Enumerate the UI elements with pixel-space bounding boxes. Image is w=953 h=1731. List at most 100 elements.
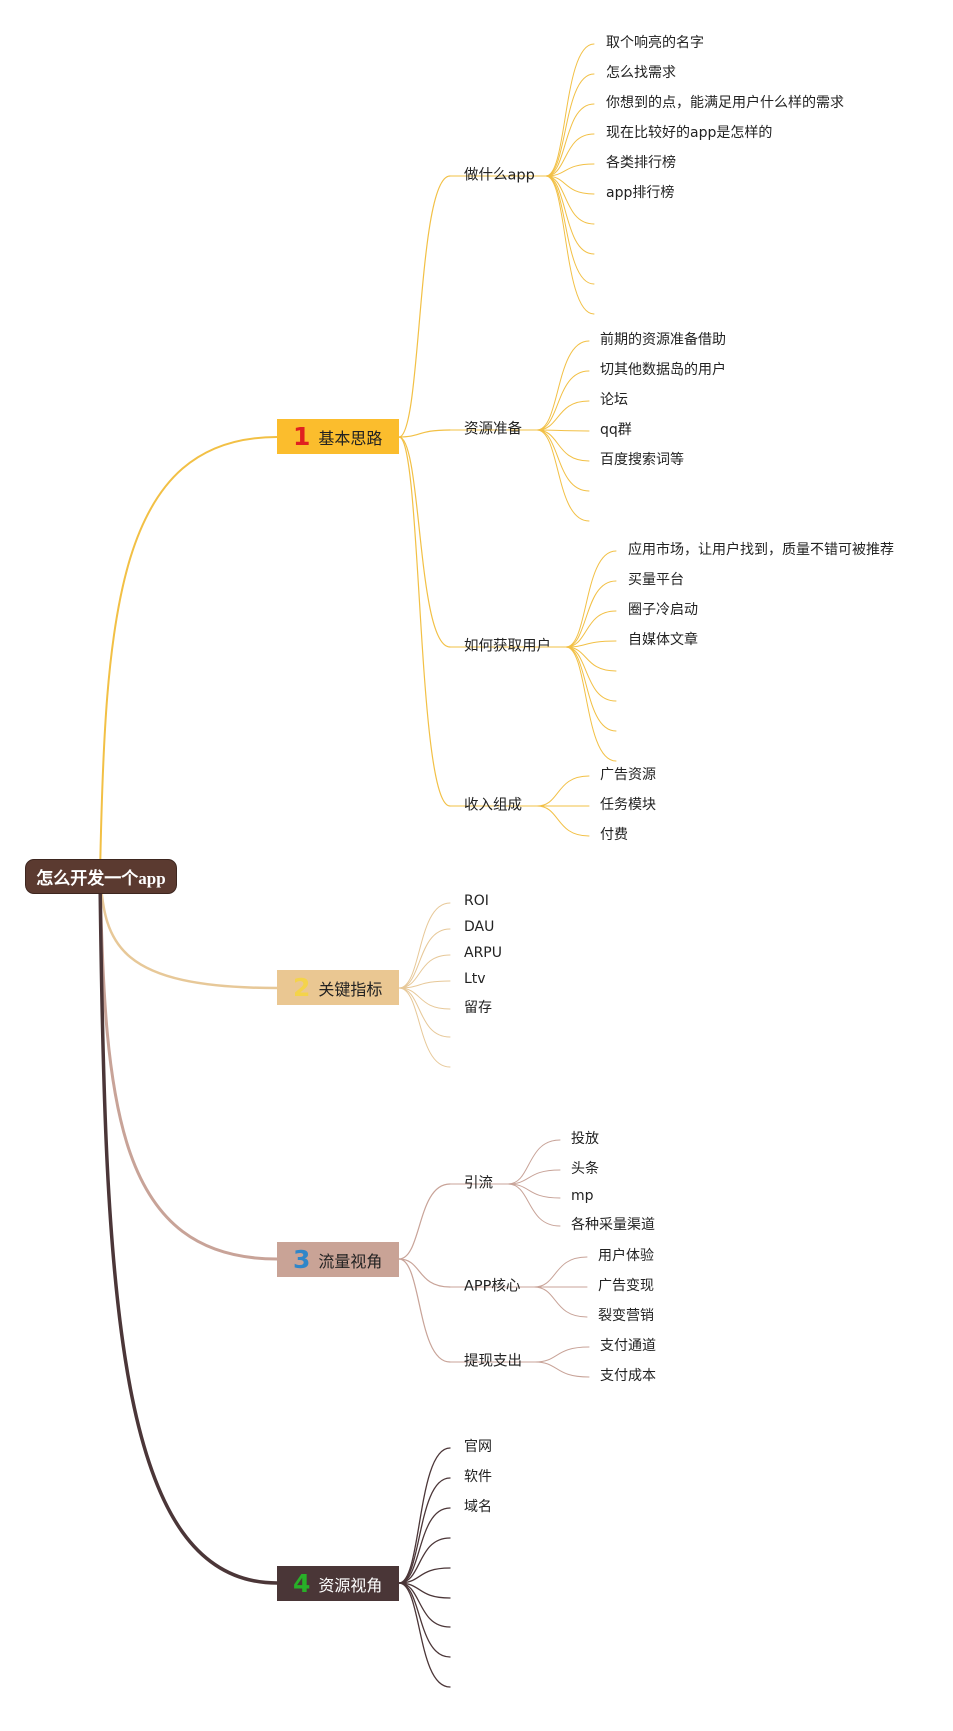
b1-leaf-connector-1-3	[545, 103, 595, 177]
branch-label: 资源视角	[318, 1575, 383, 1595]
b4-child-connector-2	[398, 1477, 451, 1584]
branch-label: 基本思路	[318, 428, 383, 448]
b2-child-connector-1	[398, 902, 451, 989]
b1-leaf-3-1[interactable]: 应用市场，让用户找到，质量不错可被推荐	[628, 542, 894, 558]
b1-leaf-1-4[interactable]: 现在比较好的app是怎样的	[606, 125, 773, 141]
branch-number-4: 4	[293, 1569, 311, 1598]
b3-leaf-connector-1-1	[507, 1139, 561, 1185]
b3-leaf-connector-2-3	[533, 1286, 588, 1318]
b1-leaf-connector-2-7	[536, 429, 590, 522]
b1-leaf-connector-1-5	[545, 163, 595, 177]
b1-leaf-connector-2-1	[536, 340, 590, 431]
b3-child-connector-1	[398, 1183, 451, 1260]
b1-child-connector-2	[398, 429, 451, 438]
b3-leaf-connector-1-2	[507, 1169, 561, 1185]
b3-leaf-2-3[interactable]: 裂变营销	[598, 1308, 654, 1324]
b3-child-connector-2	[398, 1258, 451, 1288]
root-connector-2	[98, 874, 279, 990]
b2-node-2[interactable]: DAU	[464, 919, 495, 935]
b1-leaf-connector-3-7	[565, 646, 617, 732]
b3-leaf-1-1[interactable]: 投放	[571, 1131, 599, 1147]
branch-key-metrics[interactable]: 2 关键指标	[277, 970, 399, 1005]
b1-leaf-3-4[interactable]: 自媒体文章	[628, 632, 698, 648]
branch-number-3: 3	[293, 1245, 311, 1274]
b1-node-1[interactable]: 做什么app	[464, 167, 535, 184]
b1-node-2[interactable]: 资源准备	[464, 421, 522, 438]
b4-child-connector-9	[398, 1582, 451, 1688]
b2-node-1[interactable]: ROI	[464, 893, 489, 909]
branch-number-2: 2	[293, 973, 311, 1002]
b2-node-4[interactable]: Ltv	[464, 971, 486, 987]
b2-child-connector-3	[398, 954, 451, 989]
b1-leaf-2-4[interactable]: qq群	[600, 422, 632, 438]
b4-child-connector-1	[398, 1447, 451, 1584]
b1-leaf-2-2[interactable]: 切其他数据岛的用户	[600, 362, 726, 378]
b1-leaf-connector-1-7	[545, 175, 595, 225]
b1-leaf-4-2[interactable]: 任务模块	[600, 797, 656, 813]
b4-node-1[interactable]: 官网	[464, 1439, 492, 1455]
b1-leaf-connector-2-4	[536, 429, 590, 432]
b1-leaf-1-1[interactable]: 取个响亮的名字	[606, 35, 704, 51]
root-connector-3	[98, 874, 279, 1261]
b2-node-5[interactable]: 留存	[464, 1000, 492, 1016]
b1-leaf-connector-2-5	[536, 429, 590, 462]
b4-child-connector-8	[398, 1582, 451, 1658]
b1-leaf-connector-4-1	[536, 775, 590, 807]
b2-child-connector-6	[398, 987, 451, 1038]
b1-leaf-3-2[interactable]: 买量平台	[628, 572, 684, 588]
b4-node-3[interactable]: 域名	[464, 1499, 492, 1515]
b3-leaf-3-1[interactable]: 支付通道	[600, 1338, 656, 1354]
branch-basic-ideas[interactable]: 1 基本思路	[277, 419, 399, 454]
b3-node-1[interactable]: 引流	[464, 1175, 493, 1192]
root-connector-1	[99, 436, 278, 877]
b1-leaf-4-3[interactable]: 付费	[600, 827, 628, 843]
b4-child-connector-3	[398, 1507, 451, 1584]
b1-leaf-connector-1-1	[545, 43, 595, 177]
b3-leaf-2-2[interactable]: 广告变现	[598, 1278, 654, 1294]
b3-leaf-1-2[interactable]: 头条	[571, 1161, 599, 1177]
b1-leaf-1-6[interactable]: app排行榜	[606, 185, 675, 201]
b1-child-connector-4	[398, 436, 451, 807]
b1-leaf-connector-1-2	[545, 73, 595, 177]
b1-leaf-1-2[interactable]: 怎么找需求	[606, 65, 676, 81]
b1-leaf-3-3[interactable]: 圈子冷启动	[628, 602, 698, 618]
b1-leaf-2-1[interactable]: 前期的资源准备借助	[600, 332, 726, 348]
branch-number-1: 1	[293, 422, 311, 451]
branch-label: 流量视角	[318, 1251, 383, 1271]
b1-node-3[interactable]: 如何获取用户	[464, 638, 551, 655]
b1-node-4[interactable]: 收入组成	[464, 797, 522, 814]
branch-label: 关键指标	[318, 979, 383, 999]
b3-leaf-2-1[interactable]: 用户体验	[598, 1248, 654, 1264]
b3-leaf-connector-1-3	[507, 1183, 561, 1199]
b1-child-connector-1	[398, 175, 451, 438]
root-connector-4	[98, 874, 279, 1585]
b1-leaf-connector-2-2	[536, 370, 590, 431]
b3-leaf-connector-2-1	[533, 1256, 588, 1288]
b1-leaf-connector-1-4	[545, 133, 595, 177]
b2-node-3[interactable]: ARPU	[464, 945, 502, 961]
b1-leaf-connector-3-6	[565, 646, 617, 702]
b1-leaf-connector-2-6	[536, 429, 590, 492]
root-topic[interactable]: 怎么开发一个app	[25, 859, 177, 894]
b3-leaf-connector-3-1	[534, 1346, 590, 1363]
b1-leaf-1-3[interactable]: 你想到的点，能满足用户什么样的需求	[606, 95, 844, 111]
b1-leaf-2-5[interactable]: 百度搜索词等	[600, 452, 684, 468]
b1-leaf-1-5[interactable]: 各类排行榜	[606, 155, 676, 171]
branch-resource-view[interactable]: 4 资源视角	[277, 1566, 399, 1601]
b1-leaf-connector-1-10	[545, 175, 595, 315]
b3-node-2[interactable]: APP核心	[464, 1278, 521, 1295]
b1-leaf-connector-3-2	[565, 580, 617, 648]
branch-traffic-view[interactable]: 3 流量视角	[277, 1242, 399, 1277]
b2-child-connector-4	[398, 980, 451, 989]
b3-leaf-1-4[interactable]: 各种采量渠道	[571, 1217, 655, 1233]
b2-child-connector-5	[398, 987, 451, 1010]
b1-leaf-connector-4-3	[536, 805, 590, 837]
b4-node-2[interactable]: 软件	[464, 1469, 492, 1485]
b3-node-3[interactable]: 提现支出	[464, 1353, 522, 1370]
b3-leaf-1-3[interactable]: mp	[571, 1188, 594, 1204]
b1-leaf-2-3[interactable]: 论坛	[600, 392, 628, 408]
b3-leaf-3-2[interactable]: 支付成本	[600, 1368, 656, 1384]
b4-child-connector-4	[398, 1537, 451, 1584]
b1-leaf-connector-3-5	[565, 646, 617, 672]
b1-leaf-4-1[interactable]: 广告资源	[600, 767, 656, 783]
